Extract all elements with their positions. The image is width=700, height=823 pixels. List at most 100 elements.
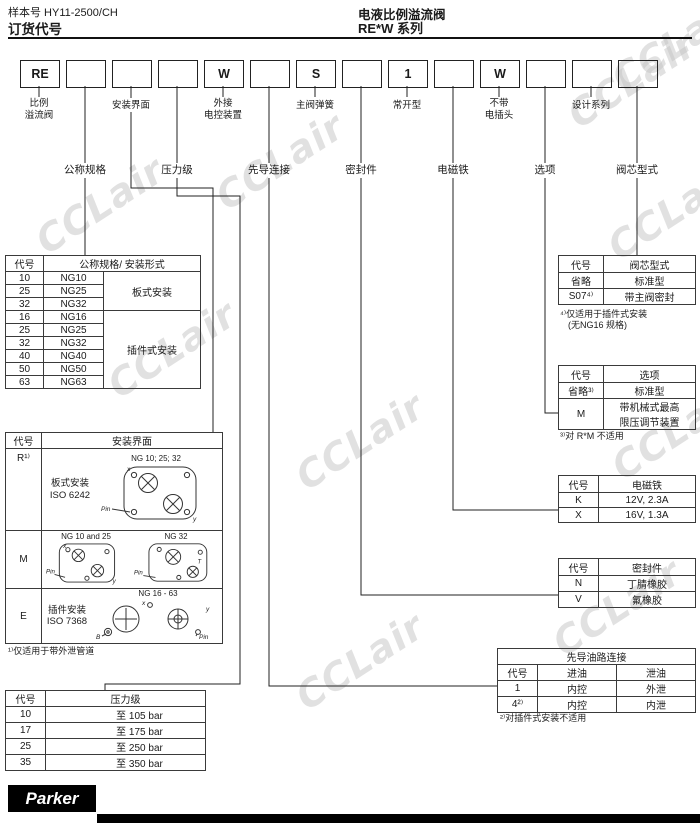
label-nominal-size: 公称规格	[64, 164, 106, 176]
interface-cell-e: 插件安装 ISO 7368 NG 16 - 63	[41, 588, 223, 644]
label-solenoid: 电磁铁	[437, 164, 469, 176]
cell-code: R¹⁾	[5, 448, 42, 531]
column-header: 代号	[5, 255, 44, 272]
y-port-label: y	[192, 516, 197, 523]
pin-label: Pin	[46, 568, 56, 575]
pin-label: Pin	[199, 634, 209, 640]
cell: 10	[5, 271, 44, 285]
b-port-label: B	[96, 634, 101, 640]
cell: 至 350 bar	[45, 754, 206, 771]
code-box-13	[572, 60, 612, 88]
code-box-14	[618, 60, 658, 88]
column-header: 代号	[497, 664, 538, 681]
label-mounting-interface: 安装界面	[111, 100, 150, 111]
interface-cell-m: NG 10 and 25 Pin	[41, 530, 223, 589]
cell: K	[558, 492, 599, 508]
column-header: 代号	[558, 255, 604, 273]
footer-bar	[97, 814, 700, 823]
cell: X	[558, 507, 599, 523]
label-spool-type: 阀芯型式	[616, 164, 658, 176]
spool-table: 代号 阀芯型式 省略标准型 S07⁴⁾带主阀密封	[558, 255, 696, 305]
column-header: 代号	[558, 365, 604, 383]
interface-cell-r: 板式安装 ISO 6242 NG 10; 25; 32	[41, 448, 223, 531]
column-header: 代号	[558, 475, 599, 493]
cell: 标准型	[603, 272, 696, 289]
cell: 35	[5, 754, 46, 771]
doc-number: 样本号 HY11-2500/CH	[8, 7, 118, 19]
footnote-pilot: ²⁾对插件式安装不适用	[500, 713, 587, 723]
series-title: RE*W 系列	[358, 21, 424, 36]
column-header: 代号	[558, 558, 599, 576]
column-header: 选项	[603, 365, 696, 383]
cell: V	[558, 591, 599, 608]
footnote-spool-1: ⁴⁾仅适用于插件式安装	[560, 309, 648, 319]
cell-code: M	[5, 530, 42, 589]
code-box-10	[434, 60, 474, 88]
mounting-diagram-m2: NG 32 Pin T	[134, 532, 218, 587]
column-header: 泄油	[615, 664, 697, 681]
code-box-12	[526, 60, 566, 88]
cell: 50	[5, 362, 44, 376]
pin-label: Pin	[134, 571, 143, 577]
product-title: 电液比例溢流阀	[358, 8, 446, 22]
diagram-caption: NG 10 and 25	[61, 531, 111, 541]
cell: 16V, 1.3A	[598, 507, 696, 523]
column-header: 密封件	[598, 558, 696, 576]
cell: 25	[5, 284, 44, 298]
mounting-diagram-e: NG 16 - 63 x	[94, 590, 222, 643]
label-seals: 密封件	[345, 164, 377, 176]
cell: 至 175 bar	[45, 722, 206, 739]
parker-logo: Parker	[8, 785, 96, 812]
cell: NG40	[43, 349, 104, 363]
label-options: 选项	[534, 164, 556, 176]
cell: 至 105 bar	[45, 706, 206, 723]
cell: 32	[5, 297, 44, 311]
code-box-3	[112, 60, 152, 88]
cell: 25	[5, 323, 44, 337]
cell: 25	[5, 738, 46, 755]
cell: NG63	[43, 375, 104, 389]
label-pressure-rating: 压力级	[161, 164, 193, 176]
cell: 12V, 2.3A	[598, 492, 696, 508]
cell-mounting: 板式安装	[103, 271, 201, 311]
cell: NG25	[43, 284, 104, 298]
cell: 16	[5, 310, 44, 324]
cell: 1	[497, 680, 538, 697]
header-rule	[8, 37, 692, 39]
mounting-desc: 插件安装 ISO 7368	[46, 604, 88, 628]
cell: NG32	[43, 297, 104, 311]
code-box-1: RE	[20, 60, 60, 88]
x-port-label: x	[141, 600, 146, 607]
cell: 带主阀密封	[603, 288, 696, 305]
footnote-options: ³⁾对 R*M 不适用	[560, 431, 624, 441]
cell: N	[558, 575, 599, 592]
footnote-spool-2: (无NG16 规格)	[568, 320, 628, 330]
column-header: 公称规格/ 安装形式	[43, 255, 201, 272]
label-no-plug: 不带 电插头	[484, 98, 514, 121]
y-port-label: y	[205, 606, 210, 613]
mounting-diagram-r: NG 10; 25; 32	[100, 454, 212, 526]
label-main-valve-spring: 主阀弹簧	[295, 100, 334, 111]
interface-table: 代号 安装界面 R¹⁾ 板式安装 ISO 6242 NG 10; 25; 32	[5, 432, 223, 644]
column-header: 压力级	[45, 690, 206, 707]
column-header: 安装界面	[41, 432, 223, 449]
code-box-6	[250, 60, 290, 88]
cell: 内控	[537, 696, 617, 713]
code-box-7: S	[296, 60, 336, 88]
cell: 32	[5, 336, 44, 350]
diagram-caption: NG 32	[164, 532, 188, 541]
cell: 4²⁾	[497, 696, 538, 713]
column-header: 代号	[5, 690, 46, 707]
label-pilot-connection: 先导连接	[248, 164, 290, 176]
cell: 省略	[558, 272, 604, 289]
cell: 内泄	[615, 696, 697, 713]
label-design-series: 设计系列	[571, 100, 610, 111]
cell: NG50	[43, 362, 104, 376]
cell: 氟橡胶	[598, 591, 696, 608]
